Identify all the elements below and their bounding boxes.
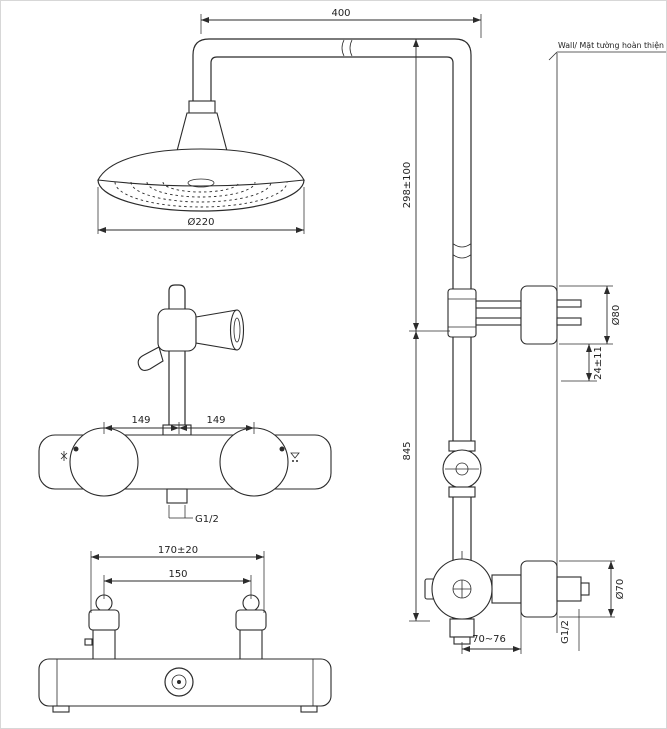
dim-label-riser-lower: 845 (402, 441, 413, 460)
temperature-marking-icon (60, 451, 68, 461)
mixer-valve-side-view (424, 551, 590, 645)
mixer-front-view (38, 594, 332, 713)
valve-thread-label: G1/2 (560, 620, 571, 644)
dim-label-riser-upper: 298±100 (402, 162, 413, 209)
dim-label-bracket-offset: 24±11 (593, 346, 604, 380)
dim-label-bracket-plate-diameter: Ø80 (610, 305, 622, 326)
shower-arm-and-riser-pipe (192, 38, 472, 626)
dimension-valve-plate-diameter: Ø70 (559, 560, 626, 618)
dimension-riser-upper: 298±100 (402, 39, 419, 331)
shower-marking-icon (290, 452, 300, 462)
label-valve-thread: G1/2 (560, 609, 580, 651)
riser-diverter (442, 440, 482, 498)
dimension-overall-spread: 170±20 (90, 545, 265, 613)
dimension-spread: 149 149 (103, 415, 255, 434)
hand-shower-holder (137, 284, 245, 435)
dim-label-valve-plate-diameter: Ø70 (614, 579, 626, 600)
dim-label-spread-left: 149 (131, 415, 150, 426)
dim-label-valve-depth: 70~76 (472, 634, 506, 645)
thermostatic-mixer-bar (38, 424, 332, 504)
dimension-valve-depth: 70~76 (461, 611, 522, 654)
dimension-supply-centers: 150 (103, 569, 252, 599)
dim-label-spread-right: 149 (206, 415, 225, 426)
dimension-bracket-offset: 24±11 (561, 344, 604, 382)
dimension-bracket-plate-diameter: Ø80 (559, 285, 622, 345)
dimension-riser-lower: 845 (402, 330, 450, 622)
wall-note: Wall/ Mặt tường hoàn thiện (558, 40, 664, 51)
dim-label-arm-length: 400 (331, 8, 350, 19)
label-outlet-thread: G1/2 (168, 505, 219, 525)
dim-label-head-diameter: Ø220 (188, 216, 215, 228)
finished-wall-line (548, 51, 666, 633)
rain-shower-head (97, 100, 305, 212)
dim-label-overall-spread: 170±20 (158, 545, 198, 556)
outlet-thread-label: G1/2 (195, 514, 219, 525)
dimension-head-diameter: Ø220 (97, 187, 305, 234)
dim-label-supply-centers: 150 (168, 569, 187, 580)
dimension-arm-length: 400 (200, 8, 482, 38)
riser-wall-bracket (447, 285, 582, 345)
wall-note-label: Wall/ Mặt tường hoàn thiện (558, 40, 664, 51)
